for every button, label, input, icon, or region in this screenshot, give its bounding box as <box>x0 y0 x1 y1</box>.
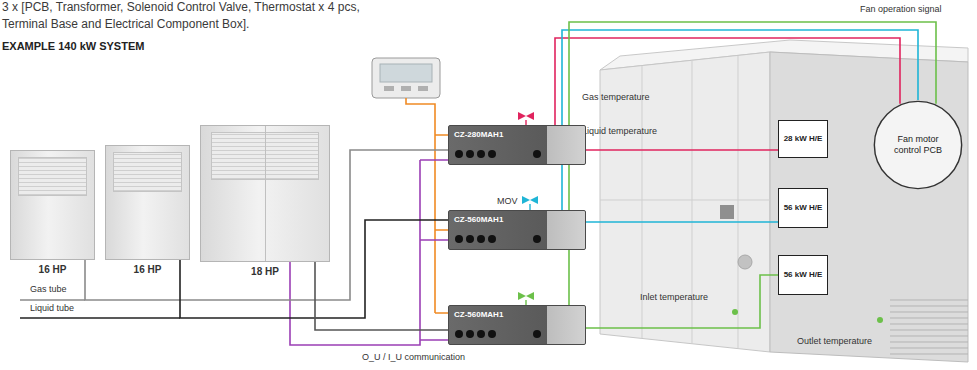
gas-tube-stub <box>20 299 85 301</box>
indicator-dot <box>466 235 474 243</box>
air-handling-unit <box>600 40 968 362</box>
outdoor-unit: 16 HP <box>105 145 190 260</box>
controller-button <box>418 86 428 91</box>
indicator-dot <box>533 330 541 338</box>
remote-controller <box>372 58 440 98</box>
heat-exchanger-rating: 28 kW H/E <box>784 134 823 144</box>
model-number: CZ-560MAH1 <box>449 306 585 319</box>
heat-exchanger-rating: 56 kW H/E <box>784 203 823 213</box>
indicator-dot <box>488 235 496 243</box>
outlet-sensor <box>877 317 883 323</box>
indicator-dot <box>477 150 485 158</box>
indicator-dot <box>533 150 541 158</box>
controller-screen <box>380 64 432 82</box>
indicator-dot <box>455 150 463 158</box>
valve-symbol <box>518 292 534 300</box>
sensor-wire <box>586 221 778 223</box>
indicator-dot <box>455 330 463 338</box>
unit-capacity: 18 HP <box>201 266 329 277</box>
valve-symbol <box>518 112 534 120</box>
model-number: CZ-560MAH1 <box>449 211 585 224</box>
sensor-label: Outlet temperature <box>795 336 874 347</box>
pipe-label: Gas tube <box>30 284 67 295</box>
control-kit-box: CZ-280MAH1 <box>448 125 586 165</box>
controller-wire <box>406 98 448 313</box>
header-note: 3 x [PCB, Transformer, Solenoid Control … <box>2 0 360 14</box>
unit-capacity: 16 HP <box>106 264 189 275</box>
indicator-dot <box>477 330 485 338</box>
valve-symbol <box>522 196 538 204</box>
indicator-dot <box>488 150 496 158</box>
indicator-dot <box>466 330 474 338</box>
unit-capacity: 16 HP <box>11 264 94 275</box>
fan-pcb-circle: Fan motor control PCB <box>873 100 963 190</box>
fan-signal-wire <box>562 30 918 214</box>
diagram-title: EXAMPLE 140 kW SYSTEM <box>2 40 144 53</box>
heat-exchanger-box: 56 kW H/E <box>778 255 828 295</box>
signal-label: Fan operation signal <box>860 4 942 15</box>
valve-label: MOV <box>497 196 518 207</box>
sensor-label: Inlet temperature <box>640 292 708 303</box>
fan-circle <box>874 101 961 188</box>
ahu-louvers <box>890 300 968 354</box>
unit-grille <box>113 152 183 192</box>
ahu-inspection-window <box>720 205 734 219</box>
sensor-wire <box>586 275 778 328</box>
refrigerant-tube <box>315 262 448 330</box>
heat-exchanger-box: 28 kW H/E <box>778 120 828 158</box>
controller-button <box>401 86 411 91</box>
unit-grille <box>18 157 88 196</box>
fan-signal-wire <box>555 38 900 130</box>
header-note: Terminal Base and Electrical Component B… <box>2 17 249 31</box>
unit-divider <box>265 126 266 261</box>
liquid-tube-stub <box>20 317 180 319</box>
indicator-dot <box>477 235 485 243</box>
pcb-label: Fan motor control PCB <box>885 134 951 157</box>
sensor-label: Liquid temperature <box>582 126 657 137</box>
control-kit-box: CZ-560MAH1 <box>448 210 586 250</box>
model-number: CZ-280MAH1 <box>449 126 585 139</box>
controller-button <box>384 86 394 91</box>
heat-exchanger-box: 56 kW H/E <box>778 188 828 228</box>
outdoor-unit: 18 HP <box>200 125 330 262</box>
indicator-dot <box>488 330 496 338</box>
sensor-wire <box>586 149 778 151</box>
indicator-dot <box>533 235 541 243</box>
heat-exchanger-rating: 56 kW H/E <box>784 270 823 280</box>
inlet-sensor <box>732 309 738 315</box>
wire-label: O_U / I_U communication <box>362 352 465 363</box>
indicator-dot <box>455 235 463 243</box>
outdoor-unit: 16 HP <box>10 150 95 260</box>
controller-body <box>372 58 440 98</box>
sensor-label: Gas temperature <box>582 92 650 103</box>
ahu-front <box>770 52 968 362</box>
control-kit-box: CZ-560MAH1 <box>448 305 586 345</box>
indicator-dot <box>466 150 474 158</box>
ahu-handle <box>738 255 752 269</box>
pipe-label: Liquid tube <box>30 303 74 314</box>
